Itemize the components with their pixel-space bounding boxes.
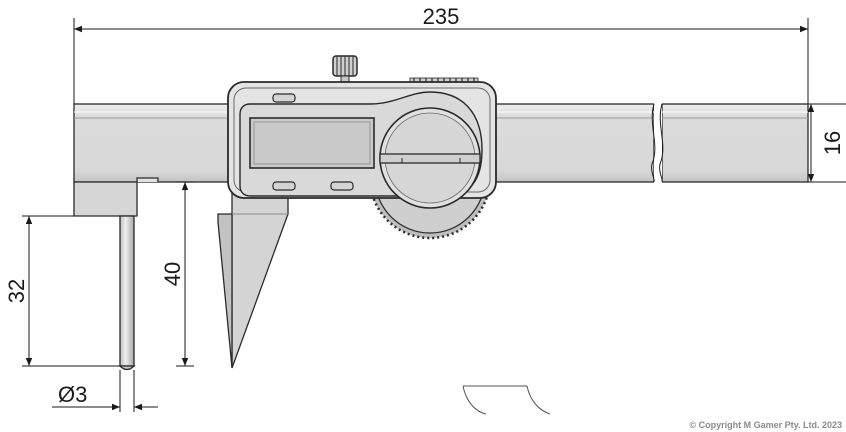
fixed-jaw (73, 177, 159, 371)
moving-jaw-depth-label: 40 (160, 262, 185, 286)
dimension-pin-diameter (52, 370, 158, 412)
pin-diameter-label: Ø3 (58, 382, 87, 407)
overall-length-label: 235 (423, 4, 460, 29)
dimension-moving-jaw-depth (176, 181, 194, 367)
moving-jaw (217, 189, 289, 369)
top-button[interactable] (272, 93, 296, 103)
dial-face (379, 107, 481, 209)
right-button[interactable] (330, 181, 354, 191)
thumb-wheel (332, 55, 358, 85)
dimension-overall-length (73, 18, 809, 104)
arc-fragment (462, 385, 551, 415)
fixed-jaw-depth-label: 32 (4, 279, 29, 303)
dimension-fixed-jaw-depth (22, 215, 120, 367)
dimension-beam-height (807, 103, 846, 183)
beam-height-label: 16 (820, 131, 845, 155)
copyright-notice: © Copyright M Gamer Pty. Ltd. 2023 (690, 420, 843, 430)
left-button[interactable] (272, 181, 296, 191)
lcd-screen (249, 117, 375, 169)
beam-break-lines (651, 100, 664, 186)
